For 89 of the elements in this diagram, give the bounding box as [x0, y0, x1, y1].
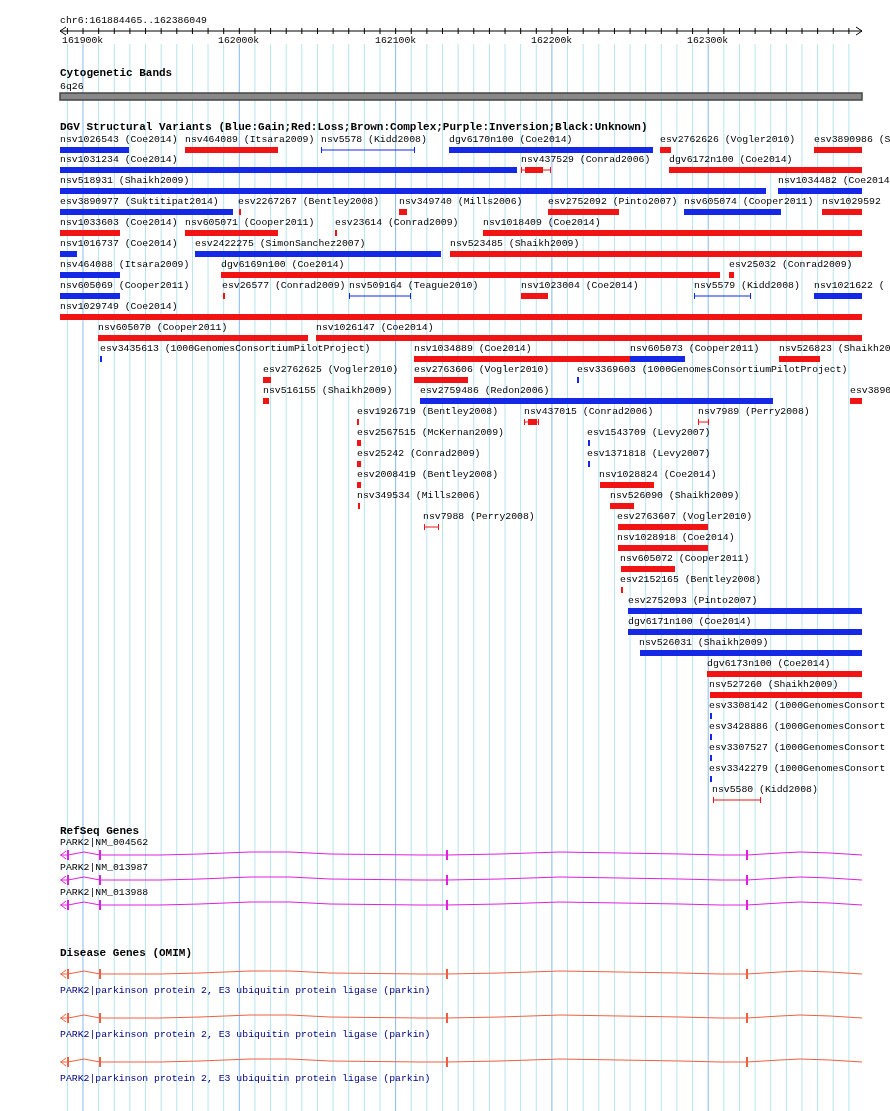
tick-label: 162100k: [375, 35, 417, 47]
variant-label: esv3890: [850, 385, 890, 397]
variant-label: nsv509164 (Teague2010): [349, 280, 479, 292]
variant-label: nsv349740 (Mills2006): [399, 196, 523, 208]
variant-label: esv2763607 (Vogler2010): [617, 511, 753, 523]
variant-label: nsv5578 (Kidd2008): [321, 134, 427, 146]
variant-label: esv3890977 (Suktitipat2014): [60, 196, 219, 208]
variant-label: nsv7988 (Perry2008): [423, 511, 535, 523]
track-title: Disease Genes (OMIM): [60, 947, 193, 959]
variant-label: nsv1031234 (Coe2014): [60, 154, 178, 166]
variant-label: nsv5580 (Kidd2008): [712, 784, 818, 796]
variant-label: nsv605072 (Cooper2011): [620, 553, 750, 565]
gene-label: PARK2|parkinson protein 2, E3 ubiquitin protein ligase (parkin): [60, 1073, 431, 1085]
variant-label: esv2762625 (Vogler2010): [263, 364, 399, 376]
variant-label: nsv7989 (Perry2008): [698, 406, 810, 418]
variant-label: dgv6172n100 (Coe2014): [669, 154, 793, 166]
track-title: Cytogenetic Bands: [60, 67, 173, 79]
variant-label: nsv1026543 (Coe2014): [60, 134, 178, 146]
tick-label: 162200k: [531, 35, 573, 47]
variant-label: esv2763606 (Vogler2010): [414, 364, 550, 376]
position-label: chr6:161884465..162386049: [60, 15, 207, 27]
variant-label: nsv527260 (Shaikh2009): [709, 679, 839, 691]
variant-label: nsv1028918 (Coe2014): [617, 532, 735, 544]
gene-label: PARK2|NM_013987: [60, 862, 149, 874]
tick-label: 162300k: [687, 35, 729, 47]
variant-label: esv3890986 (S: [814, 134, 890, 146]
variant-label: dgv6169n100 (Coe2014): [221, 259, 345, 271]
variant-label: nsv464089 (Itsara2009): [185, 134, 315, 146]
tick-label: 161900k: [62, 35, 104, 47]
variant-label: nsv1023004 (Coe2014): [521, 280, 639, 292]
variant-label: nsv1034889 (Coe2014): [414, 343, 532, 355]
variant-label: esv3308142 (1000GenomesConsort: [709, 700, 886, 712]
variant-label: dgv6173n100 (Coe2014): [707, 658, 831, 670]
variant-label: esv2422275 (SimonSanchez2007): [195, 238, 366, 250]
variant-label: nsv605069 (Cooper2011): [60, 280, 190, 292]
variant-label: nsv349534 (Mills2006): [357, 490, 481, 502]
variant-label: nsv526823 (Shaikh20: [779, 343, 890, 355]
tick-label: 162000k: [218, 35, 260, 47]
variant-label: esv2267267 (Bentley2008): [238, 196, 380, 208]
variant-label: esv3342279 (1000GenomesConsort: [709, 763, 886, 775]
variant-label: esv1371818 (Levy2007): [587, 448, 711, 460]
variant-label: nsv5579 (Kidd2008): [694, 280, 800, 292]
variant-label: nsv526090 (Shaikh2009): [610, 490, 740, 502]
variant-label: nsv518931 (Shaikh2009): [60, 175, 190, 187]
variant-label: esv3435613 (1000GenomesConsortiumPilotProject): [100, 343, 371, 355]
variant-label: esv26577 (Conrad2009): [222, 280, 346, 292]
variant-label: nsv605071 (Cooper2011): [185, 217, 315, 229]
gene-label: PARK2|NM_013988: [60, 887, 149, 899]
variant-label: nsv1026147 (Coe2014): [316, 322, 434, 334]
variant-label: nsv605073 (Cooper2011): [630, 343, 760, 355]
variant-label: nsv1028824 (Coe2014): [599, 469, 717, 481]
variant-label: nsv1016737 (Coe2014): [60, 238, 178, 250]
variant-label: nsv1018409 (Coe2014): [483, 217, 601, 229]
variant-label: esv25242 (Conrad2009): [357, 448, 481, 460]
variant-label: esv2752093 (Pinto2007): [628, 595, 758, 607]
variant-label: nsv1034482 (Coe2014: [778, 175, 890, 187]
variant-label: nsv523485 (Shaikh2009): [450, 238, 580, 250]
variant-label: esv23614 (Conrad2009): [335, 217, 459, 229]
band-label: 6q26: [60, 81, 84, 93]
track-title: RefSeq Genes: [60, 825, 140, 837]
variant-label: nsv437015 (Conrad2006): [524, 406, 654, 418]
variant-label: esv2567515 (McKernan2009): [357, 427, 504, 439]
variant-label: esv2008419 (Bentley2008): [357, 469, 499, 481]
variant-label: esv1926719 (Bentley2008): [357, 406, 499, 418]
variant-label: nsv526031 (Shaikh2009): [639, 637, 769, 649]
variant-label: esv2752092 (Pinto2007): [548, 196, 678, 208]
variant-label: esv2762626 (Vogler2010): [660, 134, 796, 146]
variant-label: nsv1029592: [822, 196, 881, 208]
track-title: DGV Structural Variants (Blue:Gain;Red:Loss;Brown:Complex;Purple:Inversion;Black:Unknown): [60, 121, 648, 133]
gene-label: PARK2|parkinson protein 2, E3 ubiquitin protein ligase (parkin): [60, 985, 431, 997]
variant-label: nsv605070 (Cooper2011): [98, 322, 228, 334]
variant-label: esv1543709 (Levy2007): [587, 427, 711, 439]
variant-label: esv3428886 (1000GenomesConsort: [709, 721, 886, 733]
variant-label: nsv464088 (Itsara2009): [60, 259, 190, 271]
variant-label: nsv437529 (Conrad2006): [521, 154, 651, 166]
variant-label: esv3307527 (1000GenomesConsort: [709, 742, 886, 754]
variant-label: esv25032 (Conrad2009): [729, 259, 853, 271]
variant-label: nsv605074 (Cooper2011): [684, 196, 814, 208]
variant-label: esv3369603 (1000GenomesConsortiumPilotProject): [577, 364, 848, 376]
variant-label: dgv6170n100 (Coe2014): [449, 134, 573, 146]
variant-label: esv2152165 (Bentley2008): [620, 574, 762, 586]
variant-label: esv2759486 (Redon2006): [420, 385, 550, 397]
variant-label: nsv1029749 (Coe2014): [60, 301, 178, 313]
variant-label: nsv1021622 (: [814, 280, 885, 292]
gene-label: PARK2|NM_004562: [60, 837, 149, 849]
gene-label: PARK2|parkinson protein 2, E3 ubiquitin protein ligase (parkin): [60, 1029, 431, 1041]
variant-label: nsv516155 (Shaikh2009): [263, 385, 393, 397]
variant-label: nsv1033603 (Coe2014): [60, 217, 178, 229]
variant-label: dgv6171n100 (Coe2014): [628, 616, 752, 628]
